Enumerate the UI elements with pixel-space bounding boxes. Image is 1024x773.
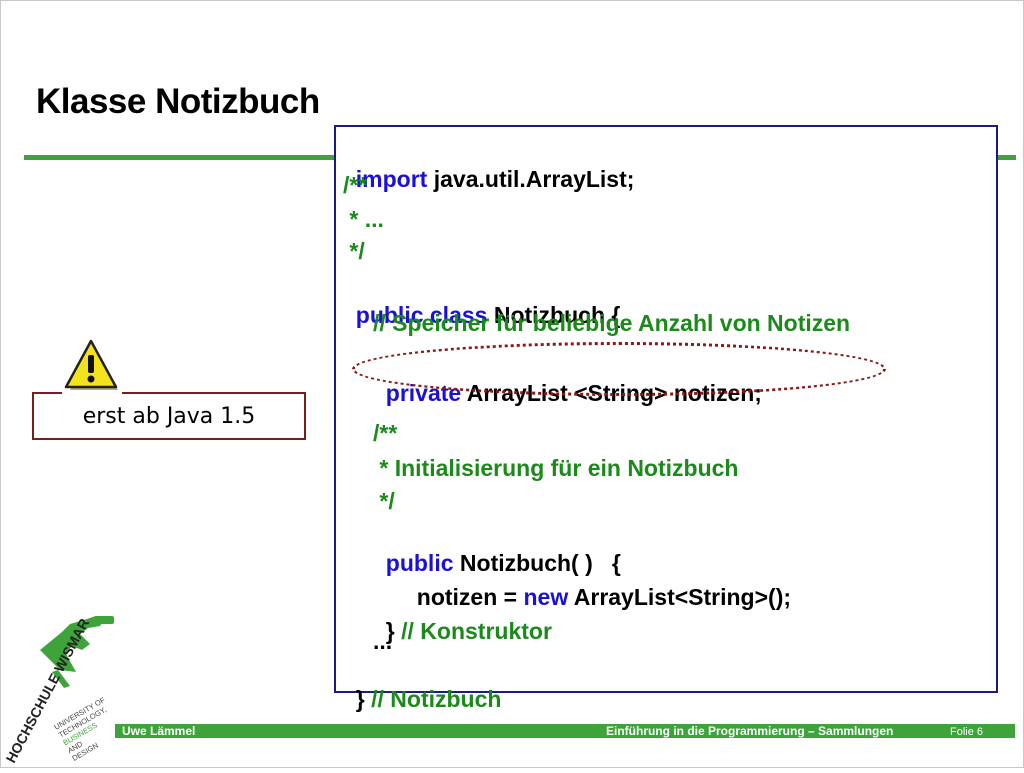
footer-page-number: Folie 6: [950, 726, 984, 738]
code-line-doc-open: /**: [343, 172, 368, 198]
code-line-doc2-close: */: [373, 488, 395, 514]
code-line-comment-speicher: // Speicher für beliebige Anzahl von Not…: [373, 310, 851, 336]
assign-target: notizen =: [416, 584, 524, 610]
code-line-constructor-end: } // Konstruktor: [373, 592, 552, 644]
hochschule-wismar-logo: HOCHSCHULE WISMAR UNIVERSITY OF TECHNOLO…: [0, 610, 120, 768]
code-line-class-end: } // Notizbuch: [343, 660, 502, 712]
code-line-doc2-open: /**: [373, 420, 398, 446]
note-box: erst ab Java 1.5: [32, 392, 306, 440]
code-box: [334, 125, 998, 693]
class-brace-close: }: [355, 686, 372, 712]
import-path: java.util.ArrayList;: [427, 166, 635, 192]
code-line-assignment: notizen = new ArrayList<String>();: [404, 558, 791, 610]
note-text: erst ab Java 1.5: [82, 403, 256, 429]
highlight-ellipse: [352, 342, 886, 396]
code-line-import: import java.util.ArrayList;: [343, 140, 635, 192]
slide-title: Klasse Notizbuch: [36, 82, 320, 121]
code-line-ellipsis: ...: [373, 628, 393, 654]
keyword-new: new: [523, 584, 569, 610]
footer-author: Uwe Lämmel: [122, 724, 196, 738]
keyword-public: public: [385, 550, 454, 576]
keyword-public-class: public class: [355, 302, 488, 328]
comment-konstruktor: // Konstruktor: [401, 618, 552, 644]
keyword-import: import: [355, 166, 428, 192]
footer-course: Einführung in die Programmierung – Samml…: [606, 724, 894, 738]
code-line-doc-body: * ...: [343, 206, 384, 232]
class-name: Notizbuch {: [487, 302, 621, 328]
code-line-class-decl: public class Notizbuch {: [343, 276, 621, 328]
footer-bar: [115, 724, 1015, 738]
brace-close: }: [385, 618, 402, 644]
code-line-doc-close: */: [343, 238, 365, 264]
code-line-doc2-body: * Initialisierung für ein Notizbuch: [373, 455, 739, 481]
comment-notizbuch: // Notizbuch: [371, 686, 502, 712]
assign-value: ArrayList<String>();: [568, 584, 792, 610]
code-line-constructor: public Notizbuch( ) {: [373, 524, 621, 576]
warning-triangle-icon: [62, 338, 122, 396]
constructor-signature: Notizbuch( ) {: [453, 550, 621, 576]
